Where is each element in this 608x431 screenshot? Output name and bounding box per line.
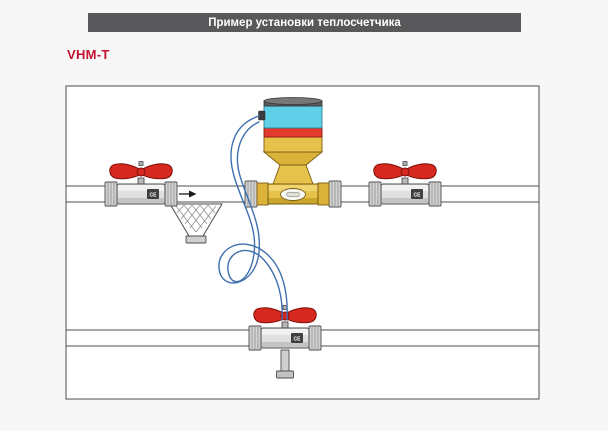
meter-body-shade xyxy=(268,198,318,204)
strainer-cap xyxy=(185,235,207,244)
meter-window-slot xyxy=(286,192,300,197)
flow-arrow xyxy=(179,190,197,198)
meter-neck xyxy=(272,164,314,185)
page-title: Пример установки теплосчетчика xyxy=(208,16,401,29)
register-top-dome xyxy=(263,97,323,105)
return-pipe-valve xyxy=(248,305,322,351)
model-label: VHM-T xyxy=(67,47,110,62)
sensor-cable xyxy=(218,115,288,321)
inlet-ball-valve xyxy=(104,161,178,207)
sensor-cable-strand-1 xyxy=(227,115,283,321)
register-yellow-band xyxy=(263,136,323,153)
stub-pipe xyxy=(280,349,290,372)
header-bar: Пример установки теплосчетчика xyxy=(88,13,521,32)
heat-meter xyxy=(244,97,342,208)
meter-hex-left xyxy=(256,182,269,206)
register-red-band xyxy=(263,127,323,138)
strainer-mesh xyxy=(175,204,217,233)
sensor-cable-strand-2 xyxy=(218,121,288,321)
register-cyan-band xyxy=(263,105,323,129)
outlet-ball-valve xyxy=(368,161,442,207)
strainer xyxy=(169,203,223,244)
stub-cap xyxy=(276,370,294,379)
meter-hex-right xyxy=(317,182,330,206)
return-valve-stub xyxy=(276,349,294,379)
meter-body-highlight xyxy=(268,185,318,191)
